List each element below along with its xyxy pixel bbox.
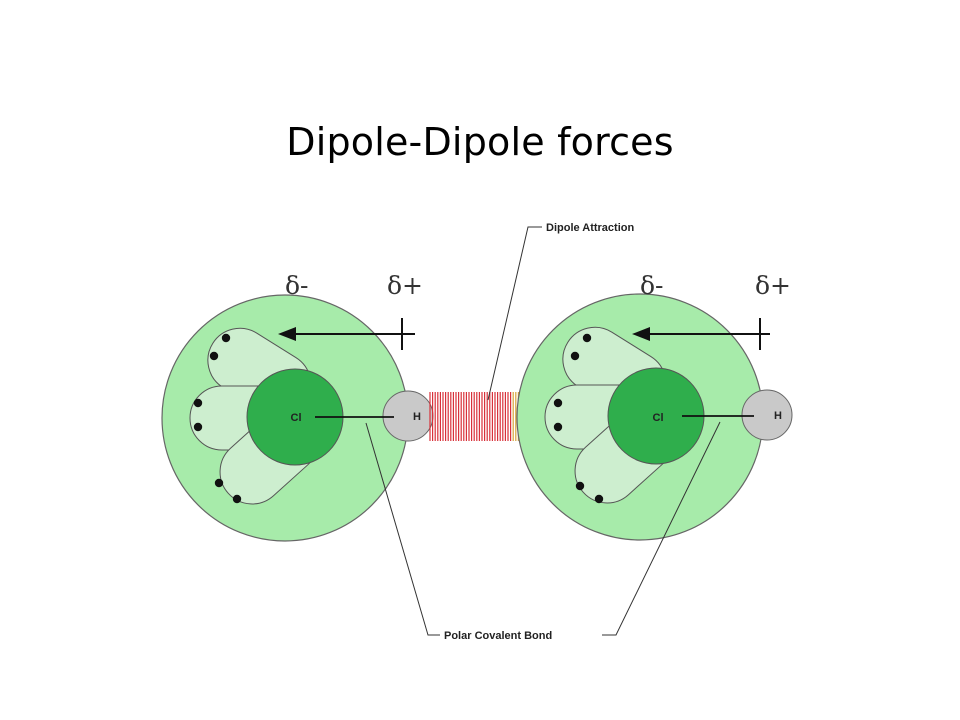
hydrogen-label: H — [413, 411, 421, 423]
dipole-attraction-leader — [487, 226, 542, 401]
hydrogen-atom — [382, 390, 434, 442]
partial-negative-label: δ- — [640, 271, 664, 300]
polar-covalent-bond-label: Polar Covalent Bond — [444, 630, 552, 642]
polar-covalent-bond-callout: Polar Covalent Bond — [365, 421, 721, 642]
partial-positive-label: δ+ — [755, 271, 791, 300]
dipole-attraction-label: Dipole Attraction — [546, 222, 634, 234]
dipole-arrow — [278, 318, 415, 350]
molecule-right: H Cl δ- δ+ — [516, 271, 793, 541]
dipole-diagram: H Cl δ- δ+ H Cl — [161, 222, 793, 642]
polar-bond-leader-left — [365, 422, 440, 636]
lone-pair-electrons — [193, 333, 242, 504]
chlorine-label: Cl — [653, 412, 664, 424]
hydrogen-atom — [741, 389, 793, 441]
dipole-attraction-callout: Dipole Attraction — [487, 222, 634, 401]
chlorine-label: Cl — [291, 412, 302, 424]
slide-title: Dipole-Dipole forces — [286, 120, 674, 164]
lone-pair-electrons — [553, 333, 604, 504]
partial-positive-label: δ+ — [387, 271, 423, 300]
hydrogen-label: H — [774, 410, 782, 422]
partial-negative-label: δ- — [285, 271, 309, 300]
dipole-attraction-band — [429, 392, 527, 441]
polar-bond-leader-right — [602, 421, 721, 636]
molecule-left: H Cl δ- δ+ — [161, 271, 434, 542]
dipole-arrow — [632, 318, 770, 350]
